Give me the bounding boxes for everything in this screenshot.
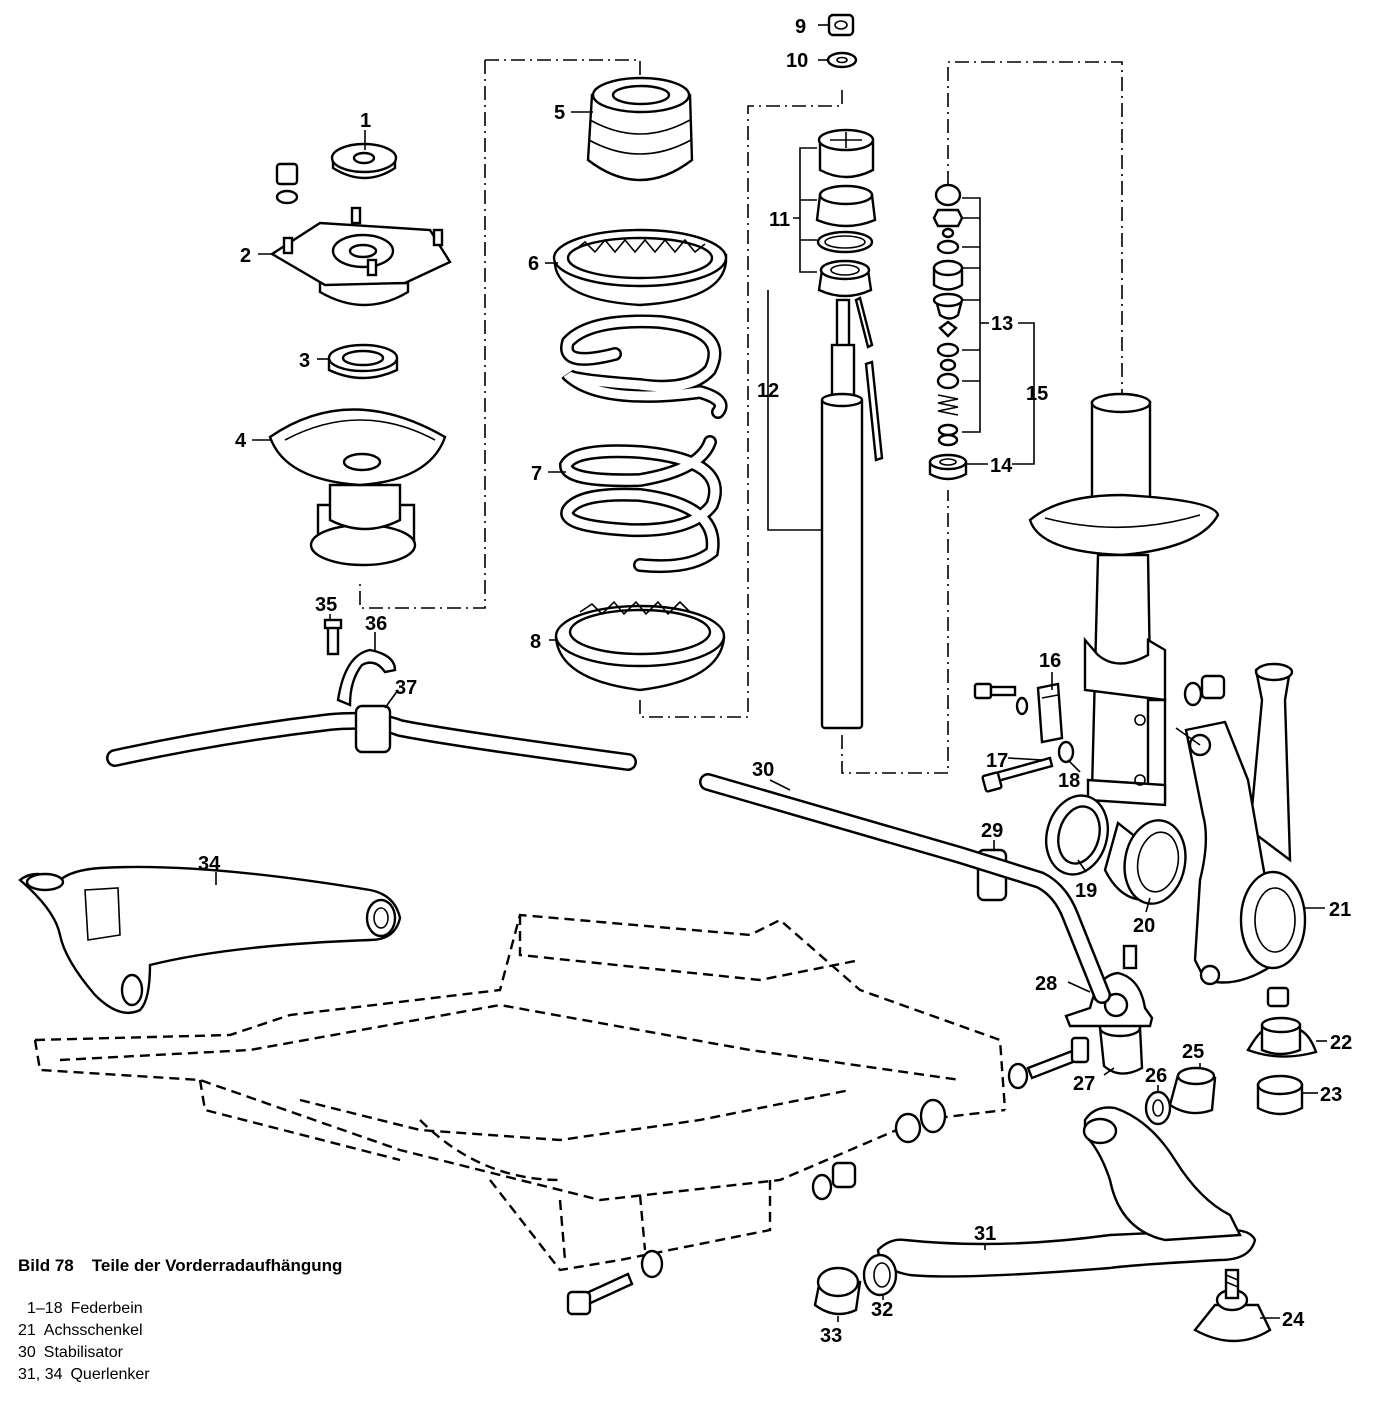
part-18-washer — [1057, 740, 1075, 764]
callout-22: 22 — [1330, 1032, 1352, 1054]
part-23-rubber-bush — [1256, 1074, 1304, 1116]
part-37-stabilizer — [106, 704, 637, 771]
callout-4: 4 — [235, 430, 247, 452]
legend-numbers: 1–18 — [27, 1300, 63, 1317]
part-34-control-arm — [18, 865, 402, 1015]
part-36-clamp — [336, 648, 397, 707]
callout-7: 7 — [531, 463, 542, 485]
part-nut-washer — [275, 162, 299, 205]
callout-6: 6 — [528, 253, 539, 275]
callout-15: 15 — [1026, 383, 1048, 405]
legend-numbers: 30 — [18, 1344, 36, 1361]
legend-row: 30 Stabilisator — [18, 1342, 342, 1364]
part-30-stabilizer-bar — [699, 773, 1111, 1004]
callout-labels: 1 2 3 4 5 6 7 8 9 10 11 12 13 14 15 16 1… — [198, 16, 1352, 1347]
callout-10: 10 — [786, 50, 808, 72]
callout-16: 16 — [1039, 650, 1061, 672]
part-2-strut-mount — [269, 206, 452, 307]
part-22-rubber-mount — [1246, 986, 1318, 1058]
callout-36: 36 — [365, 613, 387, 635]
part-33-bush — [813, 1266, 862, 1316]
part-35-bolt — [323, 618, 343, 656]
legend-row: 1–18 Federbein — [18, 1298, 342, 1320]
callout-24: 24 — [1282, 1309, 1305, 1331]
legend-label: Achsschenkel — [43, 1322, 143, 1339]
callout-5: 5 — [554, 102, 565, 124]
figure-number: Bild 78 — [18, 1256, 74, 1275]
callout-8: 8 — [530, 631, 541, 653]
callout-35: 35 — [315, 594, 337, 616]
part-13-small-parts — [932, 183, 964, 447]
legend-numbers: 31, 34 — [18, 1366, 63, 1383]
callout-33: 33 — [820, 1325, 842, 1347]
part-8-lower-seat — [554, 600, 726, 692]
part-27-bolt-bush — [1007, 1018, 1144, 1090]
callout-13: 13 — [991, 313, 1013, 335]
callout-20: 20 — [1133, 915, 1155, 937]
legend: 1–18 Federbein 21 Achsschenkel 30 Stabilisato… — [18, 1298, 342, 1386]
part-3-bearing — [327, 343, 399, 380]
part-7-coil-spring — [559, 314, 728, 574]
part-32-bush — [862, 1253, 898, 1297]
assembly-lines — [359, 59, 1123, 774]
callout-12: 12 — [757, 380, 779, 402]
part-10-washer — [826, 51, 858, 69]
part-31-control-arm — [876, 1106, 1257, 1278]
callout-32: 32 — [871, 1299, 893, 1321]
legend-numbers: 21 — [18, 1322, 36, 1339]
part-16-bracket — [1036, 682, 1064, 744]
callout-26: 26 — [1145, 1065, 1167, 1087]
part-16-nut — [1183, 674, 1226, 707]
caption-title: Bild 78 Teile der Vorderradaufhängung — [18, 1256, 342, 1276]
part-17-bolt — [981, 756, 1054, 793]
callout-27: 27 — [1073, 1073, 1095, 1095]
figure-caption: Bild 78 Teile der Vorderradaufhängung 1–1… — [18, 1256, 342, 1386]
callout-2: 2 — [240, 245, 251, 267]
legend-label: Federbein — [70, 1300, 143, 1317]
part-4-spring-plate — [268, 408, 447, 567]
part-5-stop-buffer — [586, 76, 694, 182]
figure-title: Teile der Vorderradaufhängung — [91, 1256, 343, 1275]
callout-37: 37 — [395, 677, 417, 699]
callout-28: 28 — [1035, 973, 1057, 995]
callout-34: 34 — [198, 853, 221, 875]
callout-1: 1 — [360, 110, 371, 132]
callout-19: 19 — [1075, 880, 1097, 902]
callout-18: 18 — [1058, 770, 1080, 792]
callout-25: 25 — [1182, 1041, 1204, 1063]
callout-14: 14 — [990, 455, 1013, 477]
part-11-bushings — [815, 128, 877, 298]
subframe-outline — [33, 913, 1007, 1272]
callout-30: 30 — [752, 759, 774, 781]
strut-assembly — [1028, 392, 1220, 807]
part-25-bush — [1168, 1066, 1217, 1115]
part-26-washer — [1144, 1090, 1172, 1126]
callout-17: 17 — [986, 750, 1008, 772]
part-14-bushing — [928, 453, 968, 481]
part-12-shock-absorber — [820, 296, 884, 730]
part-6-upper-seat — [552, 228, 728, 307]
part-24-ball-joint — [1193, 1268, 1272, 1343]
part-20-wheel-bearing — [1103, 819, 1187, 905]
leader-lines — [215, 24, 1327, 1322]
part-19-cover — [1045, 794, 1109, 876]
callout-3: 3 — [299, 350, 310, 372]
part-9-nut — [827, 13, 855, 37]
subframe-hardware — [566, 1098, 947, 1316]
part-1-cap — [330, 142, 398, 180]
part-21-steering-knuckle — [1175, 662, 1307, 986]
legend-row: 31, 34 Querlenker — [18, 1364, 342, 1386]
callout-31: 31 — [974, 1223, 996, 1245]
callout-9: 9 — [795, 16, 806, 38]
legend-row: 21 Achsschenkel — [18, 1320, 342, 1342]
callout-21: 21 — [1329, 899, 1351, 921]
part-16-bolt — [973, 682, 1029, 716]
callout-11: 11 — [769, 209, 790, 231]
callout-23: 23 — [1320, 1084, 1342, 1106]
legend-label: Querlenker — [70, 1366, 150, 1383]
callout-29: 29 — [981, 820, 1003, 842]
legend-label: Stabilisator — [43, 1344, 123, 1361]
